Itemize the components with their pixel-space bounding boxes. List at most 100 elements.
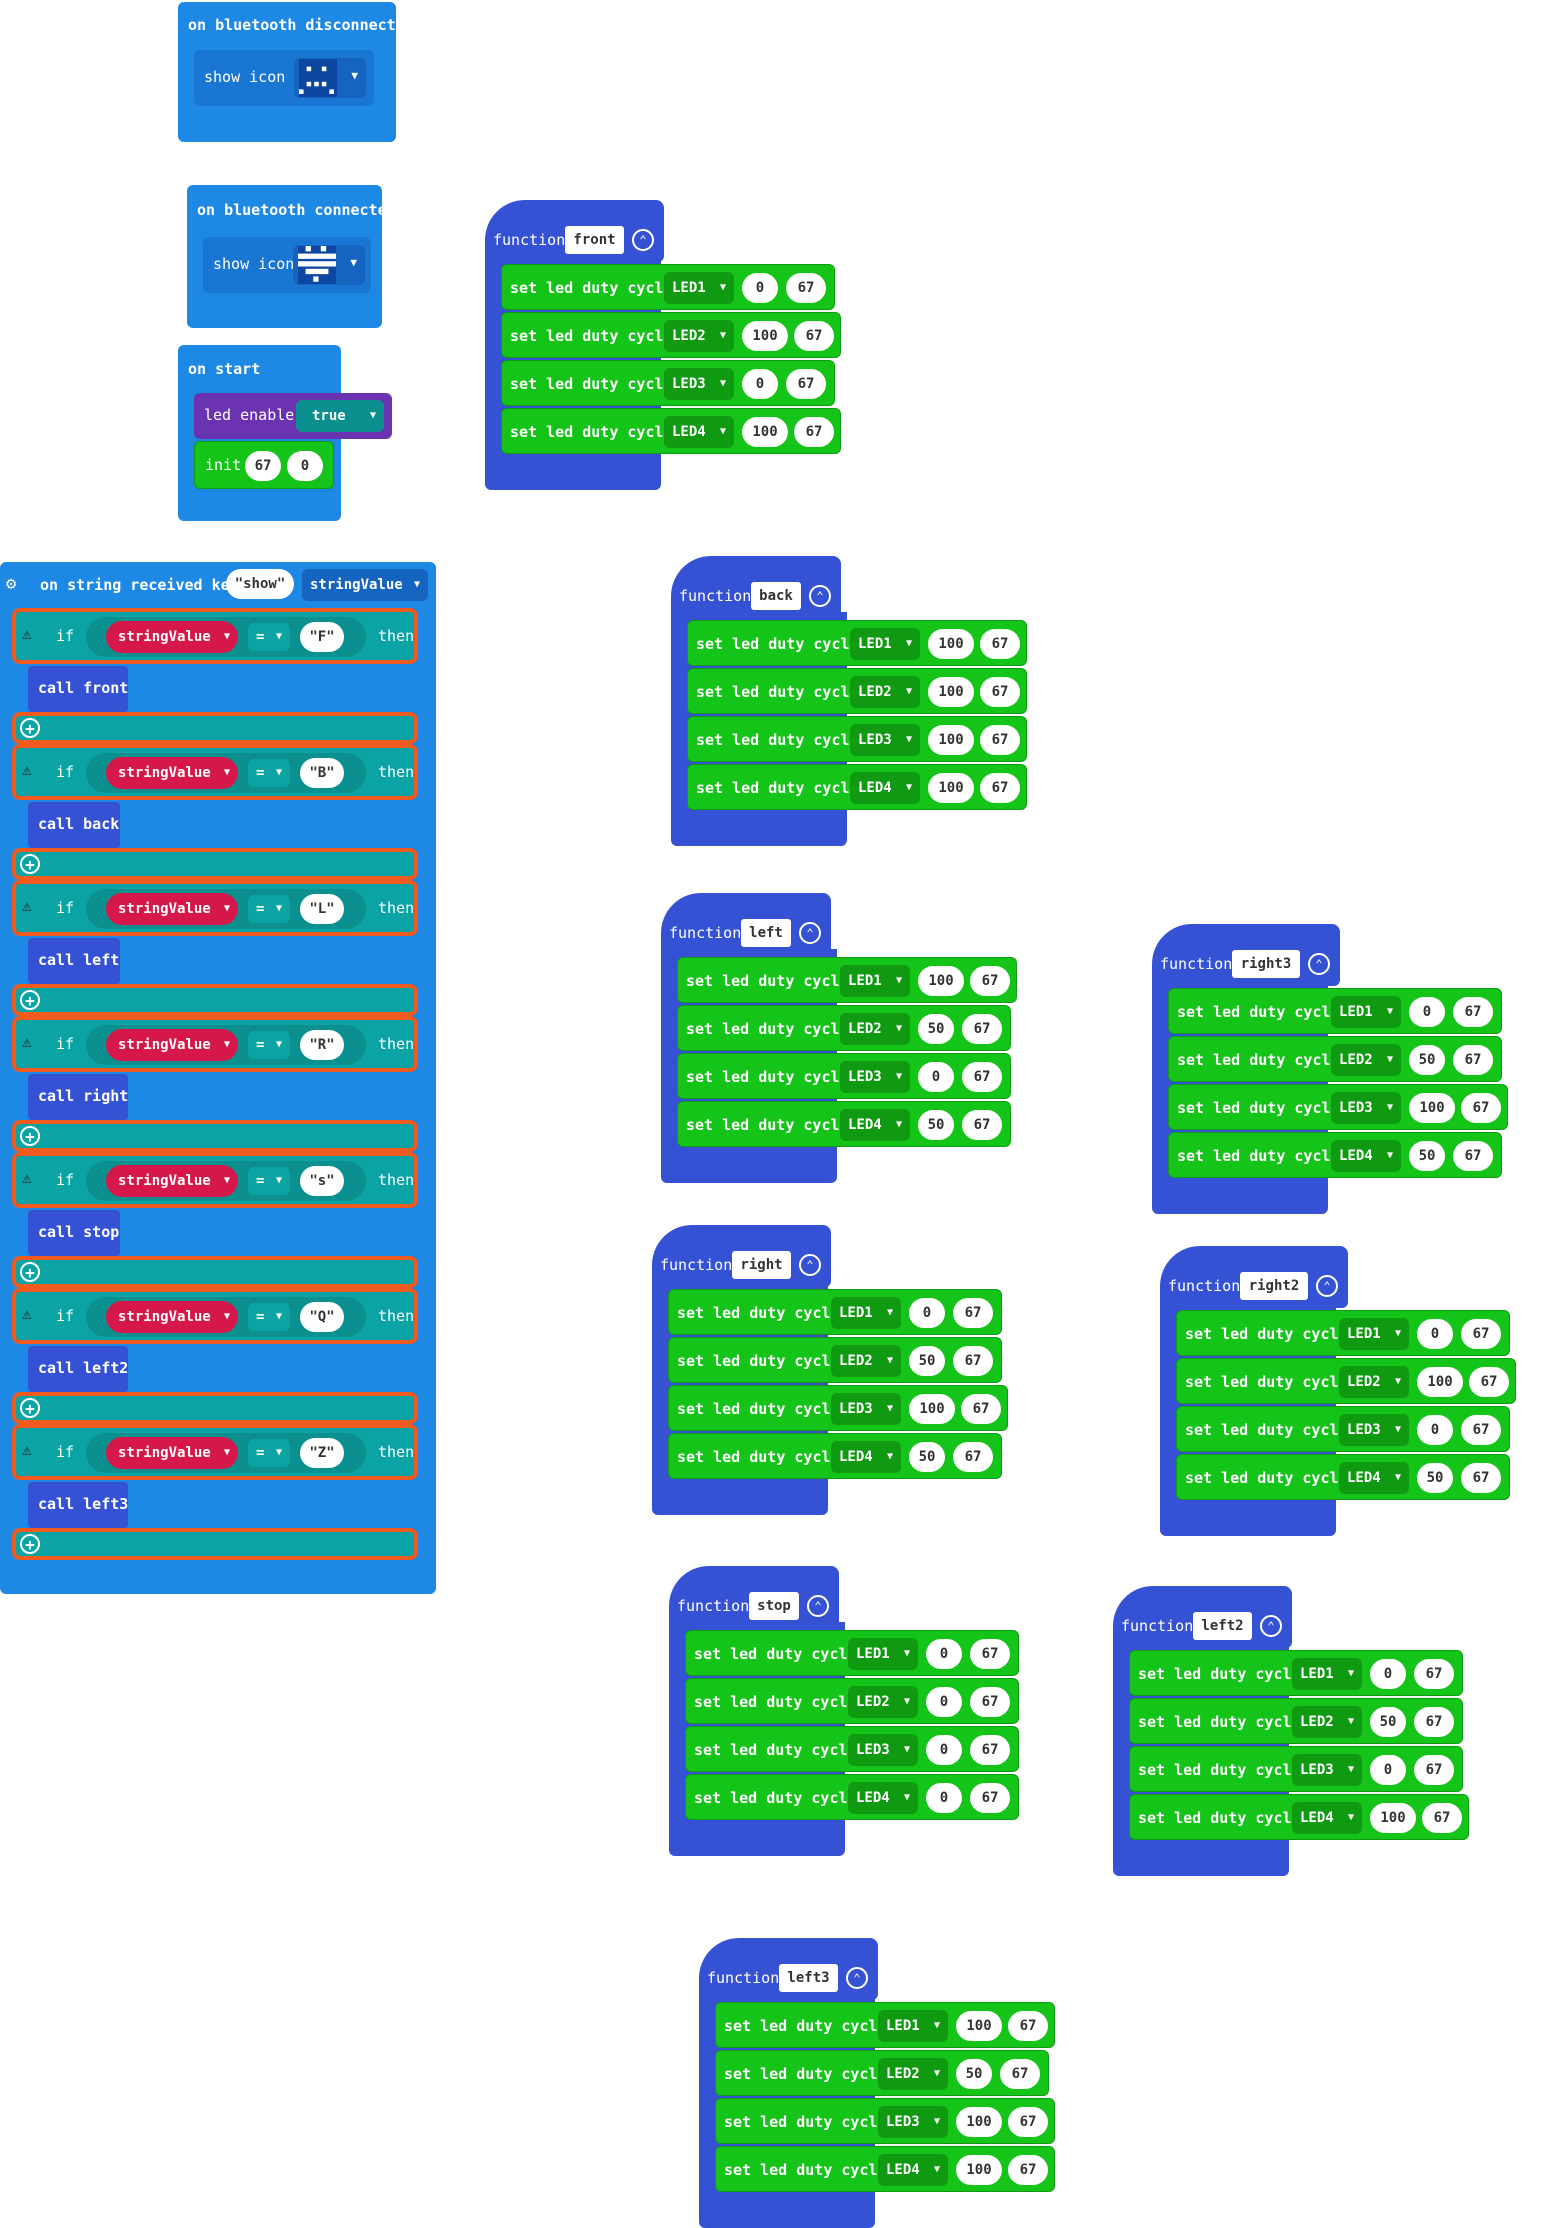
call-block[interactable]: call stop [28, 1210, 120, 1256]
duty-value[interactable]: 50 [1409, 1141, 1445, 1171]
set-led-duty-cycle-block[interactable]: set led duty cycleLED45067 [1176, 1454, 1510, 1500]
set-led-duty-cycle-block[interactable]: set led duty cycleLED110067 [677, 957, 1017, 1003]
set-led-duty-cycle-block[interactable]: set led duty cycleLED45067 [677, 1101, 1011, 1147]
warning-icon[interactable]: ⚠ [22, 896, 32, 915]
duty-value[interactable]: 0 [926, 1639, 962, 1669]
duty-value[interactable]: 0 [1417, 1319, 1453, 1349]
duty-value[interactable]: 100 [928, 677, 974, 707]
set-led-duty-cycle-block[interactable]: set led duty cycleLED310067 [1168, 1084, 1508, 1130]
set-led-duty-cycle-block[interactable]: set led duty cycleLED25067 [668, 1337, 1002, 1383]
warning-icon[interactable]: ⚠ [22, 624, 32, 643]
sad-face-icon[interactable]: ▼ [294, 58, 366, 98]
led-dropdown[interactable]: LED3 [850, 724, 920, 756]
if-block-footer[interactable]: + [12, 1528, 418, 1560]
set-led-duty-cycle-block[interactable]: set led duty cycleLED410067 [715, 2146, 1055, 2192]
period-value[interactable]: 67 [962, 1062, 1002, 1092]
set-led-duty-cycle-block[interactable]: set led duty cycleLED310067 [668, 1385, 1008, 1431]
function-name-input[interactable]: left2 [1193, 1612, 1252, 1640]
set-led-duty-cycle-block[interactable]: set led duty cycleLED45067 [668, 1433, 1002, 1479]
set-led-duty-cycle-block[interactable]: set led duty cycleLED1067 [668, 1289, 1002, 1335]
duty-value[interactable]: 100 [1417, 1367, 1463, 1397]
duty-value[interactable]: 100 [918, 966, 964, 996]
set-led-duty-cycle-block[interactable]: set led duty cycleLED3067 [677, 1053, 1011, 1099]
led-dropdown[interactable]: LED1 [831, 1297, 901, 1329]
period-value[interactable]: 67 [980, 677, 1020, 707]
period-value[interactable]: 67 [970, 1783, 1010, 1813]
led-dropdown[interactable]: LED1 [840, 965, 910, 997]
compare-block[interactable]: stringValue="s" [86, 1161, 366, 1201]
set-led-duty-cycle-block[interactable]: set led duty cycleLED410067 [501, 408, 841, 454]
show-icon-block[interactable]: show icon ▼ [203, 237, 371, 293]
set-led-duty-cycle-block[interactable]: set led duty cycleLED3067 [1129, 1746, 1463, 1792]
duty-value[interactable]: 100 [1409, 1093, 1455, 1123]
led-enable-block[interactable]: led enable true [194, 393, 392, 439]
compare-value[interactable]: "s" [300, 1166, 344, 1196]
period-value[interactable]: 67 [962, 1110, 1002, 1140]
duty-value[interactable]: 100 [1370, 1803, 1416, 1833]
duty-value[interactable]: 100 [956, 2107, 1002, 2137]
duty-value[interactable]: 0 [1409, 997, 1445, 1027]
set-led-duty-cycle-block[interactable]: set led duty cycleLED1067 [501, 264, 835, 310]
period-value[interactable]: 67 [970, 1639, 1010, 1669]
led-dropdown[interactable]: LED2 [848, 1686, 918, 1718]
duty-value[interactable]: 0 [926, 1687, 962, 1717]
period-value[interactable]: 67 [794, 417, 834, 447]
period-value[interactable]: 67 [962, 1014, 1002, 1044]
duty-value[interactable]: 0 [918, 1062, 954, 1092]
compare-block[interactable]: stringValue="R" [86, 1025, 366, 1065]
warning-icon[interactable]: ⚠ [22, 1304, 32, 1323]
set-led-duty-cycle-block[interactable]: set led duty cycleLED1067 [1176, 1310, 1510, 1356]
if-block-footer[interactable]: + [12, 848, 418, 880]
period-value[interactable]: 67 [786, 273, 826, 303]
period-value[interactable]: 67 [1414, 1755, 1454, 1785]
init-arg-2[interactable]: 0 [287, 451, 323, 481]
led-dropdown[interactable]: LED2 [840, 1013, 910, 1045]
duty-value[interactable]: 50 [918, 1110, 954, 1140]
operator-dropdown[interactable]: = [248, 1167, 290, 1195]
led-dropdown[interactable]: LED2 [1339, 1366, 1409, 1398]
set-led-duty-cycle-block[interactable]: set led duty cycleLED310067 [715, 2098, 1055, 2144]
operator-dropdown[interactable]: = [248, 895, 290, 923]
compare-value[interactable]: "Q" [300, 1302, 344, 1332]
call-block[interactable]: call left2 [28, 1346, 128, 1392]
duty-value[interactable]: 50 [1409, 1045, 1445, 1075]
set-led-duty-cycle-block[interactable]: set led duty cycleLED1067 [1168, 988, 1502, 1034]
set-led-duty-cycle-block[interactable]: set led duty cycleLED1067 [685, 1630, 1019, 1676]
led-dropdown[interactable]: LED3 [1339, 1414, 1409, 1446]
led-dropdown[interactable]: LED3 [848, 1734, 918, 1766]
operator-dropdown[interactable]: = [248, 1439, 290, 1467]
led-dropdown[interactable]: LED4 [664, 416, 734, 448]
duty-value[interactable]: 0 [926, 1783, 962, 1813]
string-value-variable[interactable]: stringValue [106, 1029, 238, 1061]
period-value[interactable]: 67 [953, 1346, 993, 1376]
led-dropdown[interactable]: LED2 [1292, 1706, 1362, 1738]
period-value[interactable]: 67 [980, 629, 1020, 659]
duty-value[interactable]: 0 [742, 369, 778, 399]
show-icon-block[interactable]: show icon ▼ [194, 50, 374, 106]
function-name-input[interactable]: right3 [1232, 950, 1300, 978]
enable-value-dropdown[interactable]: true [296, 400, 384, 432]
duty-value[interactable]: 0 [1417, 1415, 1453, 1445]
call-block[interactable]: call back [28, 802, 120, 848]
chevron-up-circle-icon[interactable]: ⌃ [1260, 1615, 1282, 1637]
period-value[interactable]: 67 [970, 1687, 1010, 1717]
bluetooth-disconnected-event[interactable]: on bluetooth disconnected show icon ▼ [178, 2, 414, 142]
led-dropdown[interactable]: LED1 [664, 272, 734, 304]
led-dropdown[interactable]: LED1 [1331, 996, 1401, 1028]
gear-icon[interactable]: ⚙ [6, 574, 17, 594]
period-value[interactable]: 67 [1461, 1463, 1501, 1493]
key-input[interactable]: "show" [226, 569, 294, 599]
string-value-variable[interactable]: stringValue [106, 893, 238, 925]
set-led-duty-cycle-block[interactable]: set led duty cycleLED25067 [677, 1005, 1011, 1051]
warning-icon[interactable]: ⚠ [22, 1168, 32, 1187]
plus-circle-icon[interactable]: + [20, 1534, 40, 1554]
bluetooth-connected-event[interactable]: on bluetooth connected show icon ▼ [187, 185, 396, 328]
string-value-variable[interactable]: stringValue [106, 757, 238, 789]
